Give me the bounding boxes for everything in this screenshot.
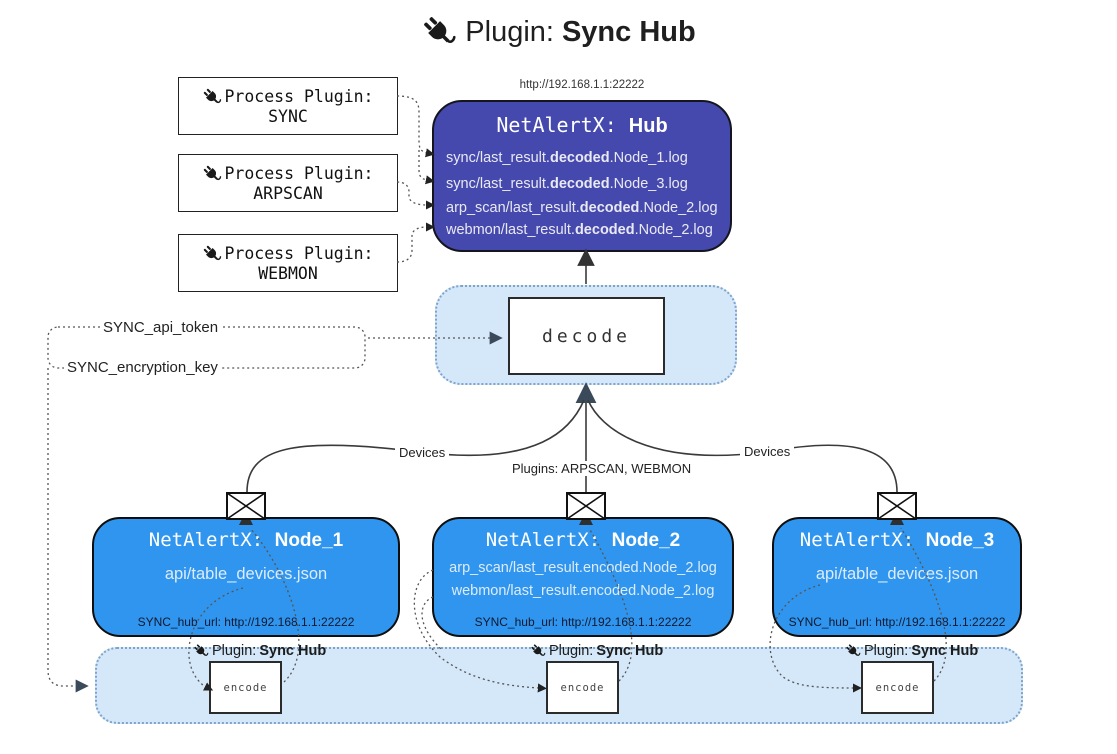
node-box-node3: NetAlertX: Node_3 api/table_devices.json… — [772, 517, 1022, 637]
encoder-label: Plugin: Sync Hub — [193, 643, 326, 659]
hub-url-label: http://192.168.1.1:22222 — [519, 79, 645, 91]
node-file-line: webmon/last_result.encoded.Node_2.log — [451, 583, 715, 599]
log-bold: decoded — [574, 222, 635, 238]
node-title: NetAlertX: Node_2 — [434, 529, 732, 552]
envelope-icon — [877, 492, 917, 520]
encode-box: encode — [209, 661, 282, 714]
node-hub-url: SYNC_hub_url: http://192.168.1.1:22222 — [474, 615, 692, 629]
edge-webmon-to-hub — [396, 222, 435, 263]
node-box-node2: NetAlertX: Node_2 arp_scan/last_result.e… — [432, 517, 734, 637]
process-plugin-name: SYNC — [268, 106, 308, 126]
process-plugin-box-arpscan: Process Plugin: ARPSCAN — [178, 154, 398, 212]
node-title-prefix: NetAlertX: — [799, 529, 926, 551]
plug-icon — [845, 643, 861, 659]
encoder-label: Plugin: Sync Hub — [530, 643, 663, 659]
hub-log-line: sync/last_result.decoded.Node_3.log — [434, 171, 730, 197]
process-plugin-name: WEBMON — [258, 263, 318, 283]
plug-icon — [202, 164, 222, 184]
log-pre: arp_scan/last_result. — [446, 200, 580, 216]
log-post: .Node_3.log — [609, 176, 688, 192]
devices-edge-label-left: Devices — [395, 445, 450, 460]
node-title: NetAlertX: Node_1 — [94, 529, 398, 552]
plug-icon — [421, 14, 457, 50]
plugins-edge-label: Plugins: ARPSCAN, WEBMON — [508, 461, 696, 476]
hub-title: NetAlertX: Hub — [434, 113, 730, 138]
node-title: NetAlertX: Node_3 — [774, 529, 1020, 552]
plug-icon — [202, 244, 222, 264]
encoder-label-prefix: Plugin: — [212, 643, 257, 659]
hub-log-line: sync/last_result.decoded.Node_1.log — [434, 145, 730, 171]
encoder-label-prefix: Plugin: — [864, 643, 909, 659]
process-plugin-name: ARPSCAN — [253, 183, 323, 203]
edge-arpscan-to-hub — [396, 181, 435, 210]
log-pre: sync/last_result. — [446, 176, 550, 192]
log-post: .Node_1.log — [609, 150, 688, 166]
process-plugin-box-sync: Process Plugin: SYNC — [178, 77, 398, 135]
log-pre: sync/last_result. — [446, 150, 550, 166]
envelope-icon — [226, 492, 266, 520]
node-hub-url: SYNC_hub_url: http://192.168.1.1:22222 — [788, 615, 1006, 629]
log-bold: decoded — [549, 176, 610, 192]
plug-icon — [530, 643, 546, 659]
log-bold: decoded — [579, 200, 640, 216]
plug-icon — [202, 87, 222, 107]
plug-icon — [193, 643, 209, 659]
sync-api-token-label: SYNC_api_token — [100, 319, 222, 336]
node-hub-url: SYNC_hub_url: http://192.168.1.1:22222 — [137, 615, 355, 629]
encode-box: encode — [546, 661, 619, 714]
encode-box: encode — [861, 661, 934, 714]
node-file-line: arp_scan/last_result.encoded.Node_2.log — [449, 560, 717, 576]
encoder-label-bold: Sync Hub — [259, 643, 327, 659]
page-title-bold: Sync Hub — [561, 15, 696, 48]
node-title-prefix: NetAlertX: — [485, 529, 612, 551]
page-title: Plugin: Sync Hub — [0, 14, 1117, 50]
node-file-line: api/table_devices.json — [164, 565, 328, 583]
hub-log-line: arp_scan/last_result.decoded.Node_2.log — [434, 197, 730, 219]
process-plugin-label: Process Plugin: — [224, 164, 374, 183]
log-bold: decoded — [549, 150, 610, 166]
node-title-name: Node_3 — [925, 530, 995, 551]
encoder-label-bold: Sync Hub — [596, 643, 664, 659]
hub-title-name: Hub — [628, 115, 668, 137]
node-title-name: Node_2 — [611, 530, 681, 551]
encoder-label-bold: Sync Hub — [911, 643, 979, 659]
encoder-label: Plugin: Sync Hub — [845, 643, 978, 659]
edge-sync-to-hub-1 — [396, 95, 435, 158]
log-post: .Node_2.log — [639, 200, 718, 216]
edge-sync-to-hub-2 — [418, 150, 435, 185]
hub-title-prefix: NetAlertX: — [496, 113, 629, 137]
envelope-icon — [566, 492, 606, 520]
node-title-prefix: NetAlertX: — [148, 529, 275, 551]
log-pre: webmon/last_result. — [446, 222, 575, 238]
devices-edge-label-right: Devices — [740, 444, 795, 459]
node-title-name: Node_1 — [274, 530, 344, 551]
process-plugin-label: Process Plugin: — [224, 244, 374, 263]
page-title-prefix: Plugin: — [465, 15, 554, 48]
encoder-label-prefix: Plugin: — [549, 643, 594, 659]
hub-box: NetAlertX: Hub sync/last_result.decoded.… — [432, 100, 732, 252]
process-plugin-box-webmon: Process Plugin: WEBMON — [178, 234, 398, 292]
node-box-node1: NetAlertX: Node_1 api/table_devices.json… — [92, 517, 400, 637]
sync-encryption-key-label: SYNC_encryption_key — [64, 359, 221, 376]
process-plugin-label: Process Plugin: — [224, 87, 374, 106]
node-file-line: api/table_devices.json — [815, 565, 979, 583]
edge-tokens-to-strip — [47, 368, 89, 693]
decode-box: decode — [508, 297, 665, 375]
hub-log-line: webmon/last_result.decoded.Node_2.log — [434, 219, 730, 241]
log-post: .Node_2.log — [634, 222, 713, 238]
